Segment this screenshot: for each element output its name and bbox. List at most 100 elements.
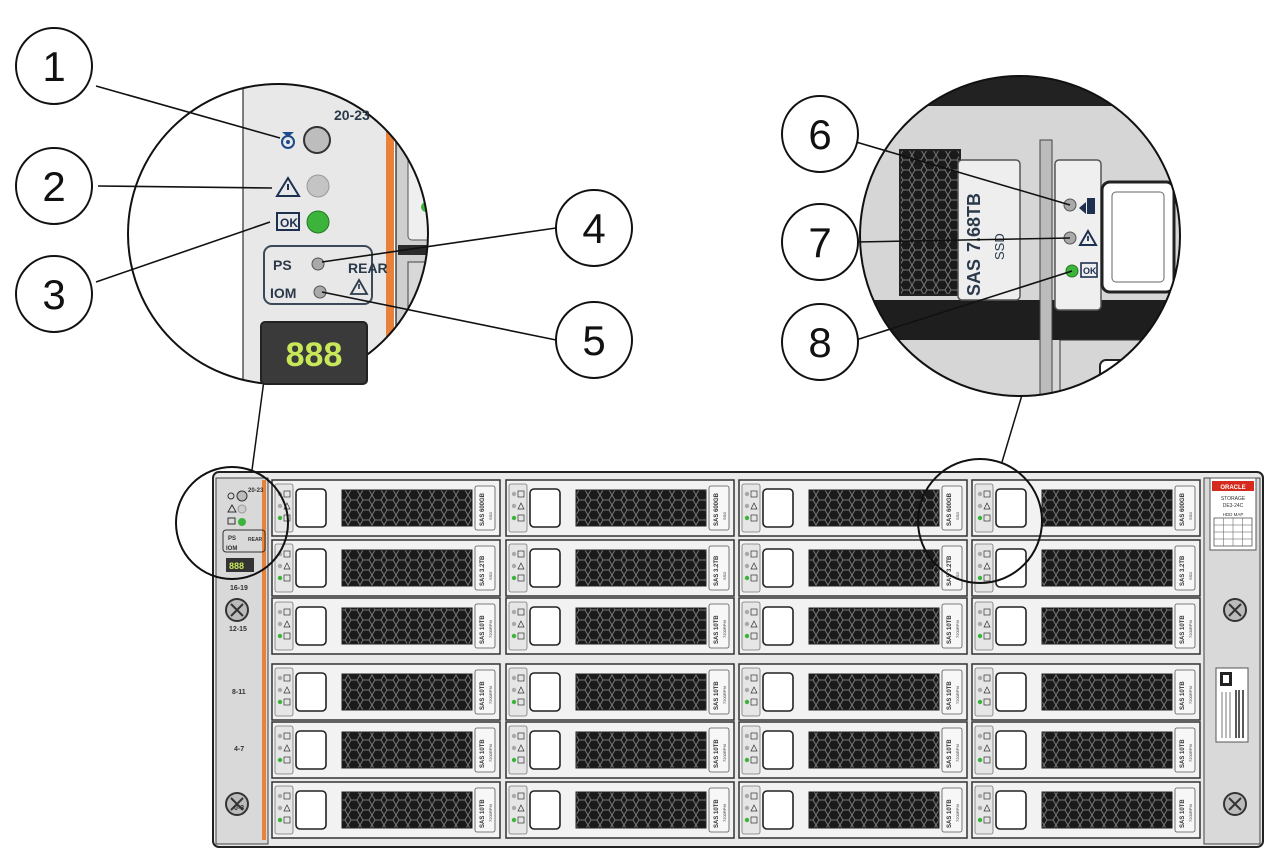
drive-latch[interactable] bbox=[529, 606, 561, 646]
remove-icon bbox=[983, 550, 991, 558]
chassis: 20-23 PS IOM REAR 888 16-19 12-15 8-11 4… bbox=[212, 471, 1264, 848]
drive-ok-led bbox=[511, 575, 517, 581]
drive-ok-led bbox=[511, 515, 517, 521]
drive-ok-to-remove-led bbox=[977, 551, 983, 557]
remove-icon bbox=[517, 490, 525, 498]
drive-ok-to-remove-led bbox=[277, 675, 283, 681]
remove-icon bbox=[983, 674, 991, 682]
drive-ok-to-remove-led bbox=[977, 733, 983, 739]
drive-latch[interactable] bbox=[529, 548, 561, 588]
drive-latch[interactable] bbox=[995, 672, 1027, 712]
drive-latch[interactable] bbox=[762, 672, 794, 712]
remove-icon bbox=[283, 732, 291, 740]
drive-ok-to-remove-led bbox=[744, 733, 750, 739]
drive-label: SAS 10TB bbox=[480, 739, 486, 768]
drive-label: SAS 10TB bbox=[947, 739, 953, 768]
drive-type-label: 7200RPM bbox=[955, 686, 960, 704]
drive-fault-led bbox=[511, 687, 517, 693]
ok-led bbox=[306, 210, 330, 234]
drive-latch[interactable] bbox=[762, 488, 794, 528]
drive-label: SAS 600GB bbox=[947, 492, 953, 526]
remove-icon bbox=[283, 674, 291, 682]
callout-number: 6 bbox=[808, 111, 831, 158]
ok-icon bbox=[750, 816, 758, 824]
drive-latch[interactable] bbox=[529, 672, 561, 712]
drive-label: SAS 10TB bbox=[947, 799, 953, 828]
drive-latch[interactable] bbox=[529, 790, 561, 830]
remove-icon bbox=[517, 608, 525, 616]
drive-latch[interactable] bbox=[762, 790, 794, 830]
drive-latch[interactable] bbox=[295, 606, 327, 646]
callout-7: 7 bbox=[781, 203, 859, 281]
drive-grille bbox=[341, 791, 473, 829]
drive-label: SAS 10TB bbox=[1180, 615, 1186, 644]
callout-number: 3 bbox=[42, 271, 65, 318]
drive-latch[interactable] bbox=[295, 790, 327, 830]
drive-latch[interactable] bbox=[295, 672, 327, 712]
remove-icon bbox=[283, 608, 291, 616]
fault-icon bbox=[283, 686, 291, 694]
drive-latch[interactable] bbox=[762, 730, 794, 770]
drive-latch[interactable] bbox=[995, 730, 1027, 770]
fault-icon bbox=[750, 744, 758, 752]
drive-fault-led bbox=[977, 563, 983, 569]
drive-ok-to-remove-led bbox=[511, 551, 517, 557]
drive-fault-led bbox=[744, 805, 750, 811]
drive-latch[interactable] bbox=[529, 488, 561, 528]
drive-type-label: SSD bbox=[955, 572, 960, 580]
drive-label: SAS 10TB bbox=[1180, 681, 1186, 710]
drive-latch[interactable] bbox=[295, 548, 327, 588]
drive-grille bbox=[341, 489, 473, 527]
drive-latch[interactable] bbox=[295, 730, 327, 770]
drive-fault-led bbox=[977, 621, 983, 627]
drive-label: SAS 10TB bbox=[480, 615, 486, 644]
remove-icon bbox=[283, 490, 291, 498]
drive-latch[interactable] bbox=[995, 790, 1027, 830]
ok-icon bbox=[983, 756, 991, 764]
drive-latch[interactable] bbox=[995, 606, 1027, 646]
drive-fault-led bbox=[977, 745, 983, 751]
drive-latch[interactable] bbox=[295, 488, 327, 528]
drive-grille bbox=[808, 791, 940, 829]
drive-ok-to-remove-led bbox=[977, 793, 983, 799]
drive-latch[interactable] bbox=[995, 488, 1027, 528]
fault-icon bbox=[1078, 228, 1098, 246]
rear-label: REAR bbox=[348, 260, 388, 276]
drive-latch[interactable] bbox=[529, 730, 561, 770]
locator-button[interactable] bbox=[303, 126, 331, 154]
drive-ok-led bbox=[977, 699, 983, 705]
drive-fault-led bbox=[744, 621, 750, 627]
drive-latch[interactable] bbox=[762, 606, 794, 646]
drive-type-label: 7200RPM bbox=[1188, 744, 1193, 762]
svg-text:REAR: REAR bbox=[248, 537, 263, 543]
remove-icon bbox=[1079, 198, 1095, 214]
drive-latch[interactable] bbox=[762, 548, 794, 588]
fault-icon bbox=[517, 686, 525, 694]
fault-icon bbox=[750, 562, 758, 570]
remove-icon bbox=[750, 732, 758, 740]
